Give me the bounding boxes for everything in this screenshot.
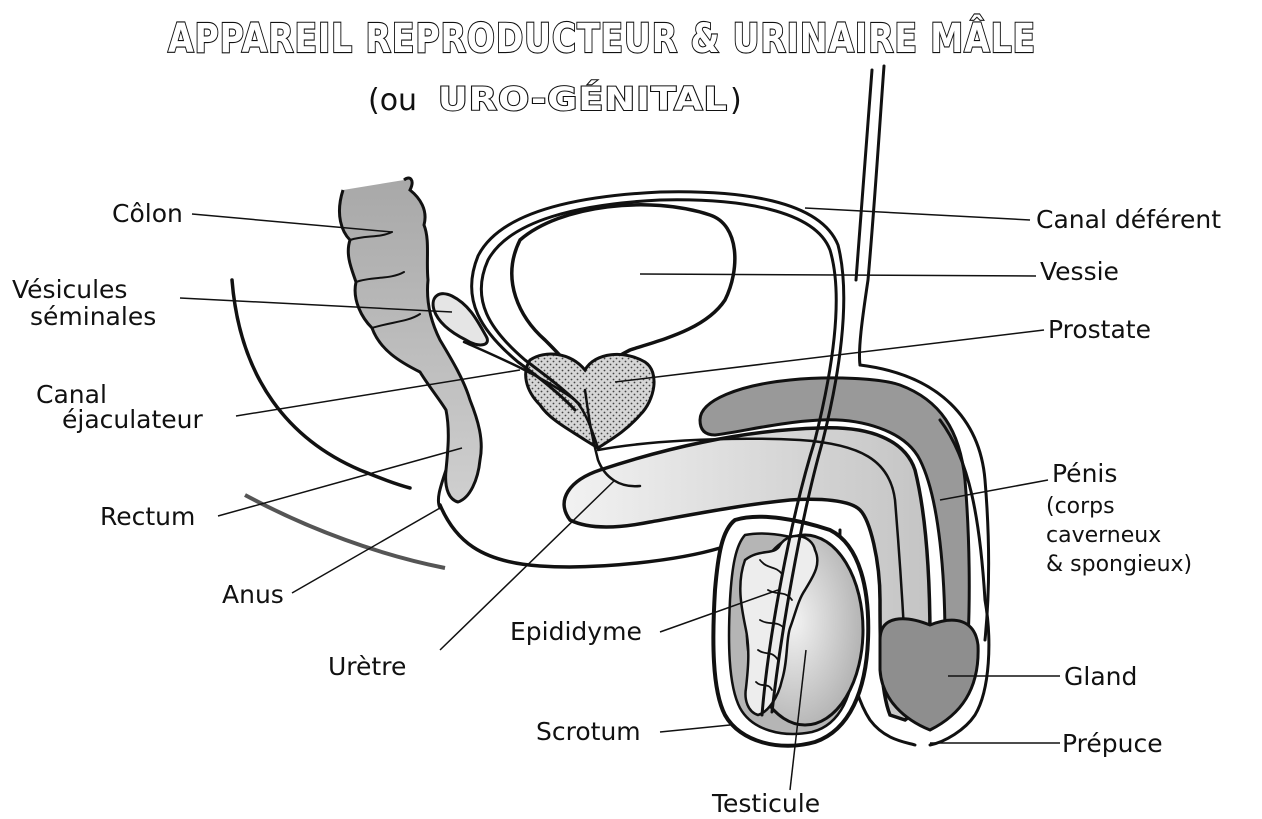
label-prepuce: Prépuce xyxy=(1062,729,1163,758)
leader-scrotum xyxy=(660,725,730,732)
label-epididyme: Epididyme xyxy=(510,617,642,646)
leader-canal-ejaculateur xyxy=(236,370,520,416)
label-canal-ejaculateur-2: éjaculateur xyxy=(62,405,204,434)
label-vessie: Vessie xyxy=(1040,257,1119,286)
label-canal-deferent: Canal déférent xyxy=(1036,205,1221,234)
label-rectum: Rectum xyxy=(100,502,195,531)
title-block: APPAREIL REPRODUCTEUR & URINAIRE MÂLE (o… xyxy=(168,14,1036,118)
label-penis-4: & spongieux) xyxy=(1046,552,1192,577)
label-scrotum: Scrotum xyxy=(536,717,641,746)
leader-canal-deferent xyxy=(805,208,1030,220)
label-uretre: Urètre xyxy=(328,652,406,681)
subtitle-open: (ou xyxy=(368,83,417,118)
label-penis-2: (corps xyxy=(1046,494,1115,519)
leader-rectum xyxy=(218,448,462,516)
leader-anus xyxy=(292,508,440,593)
prostate xyxy=(526,354,654,448)
floor-shadow-line xyxy=(245,495,445,568)
label-prostate: Prostate xyxy=(1048,315,1151,344)
label-anus: Anus xyxy=(222,580,284,609)
label-vesicules-1: Vésicules xyxy=(12,275,127,304)
colon xyxy=(339,178,481,502)
label-penis-3: caverneux xyxy=(1046,523,1161,548)
label-vesicules-2: séminales xyxy=(30,302,156,331)
label-penis-1: Pénis xyxy=(1052,459,1117,488)
label-testicule: Testicule xyxy=(711,789,820,818)
spermatic-cord xyxy=(859,66,884,365)
label-colon: Côlon xyxy=(112,199,183,228)
diagram-title: APPAREIL REPRODUCTEUR & URINAIRE MÂLE xyxy=(168,14,1036,62)
subtitle-close: ) xyxy=(730,83,742,118)
subtitle-word: URO-GÉNITAL xyxy=(438,80,728,118)
anus-outline xyxy=(438,470,446,508)
label-gland: Gland xyxy=(1064,662,1137,691)
